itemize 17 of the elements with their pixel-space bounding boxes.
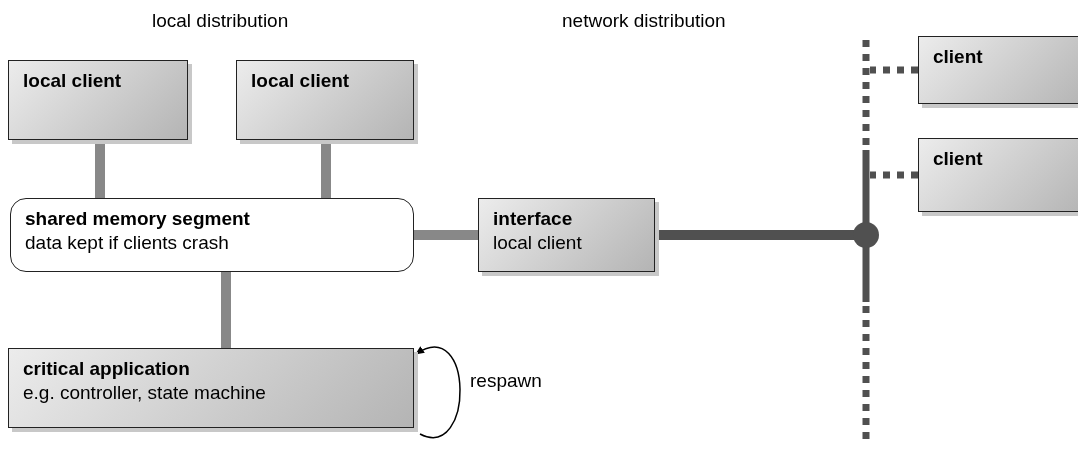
memory-box (10, 198, 414, 272)
connector-line (221, 272, 231, 348)
section-heading: local distribution (152, 10, 289, 32)
connector-line (414, 230, 478, 240)
side-note: respawn (470, 370, 542, 392)
box-title: client (933, 45, 984, 69)
box-text: data kept if clients crash (25, 231, 230, 255)
box-title: local client (251, 69, 351, 93)
box-title: local client (23, 69, 123, 93)
loop-arrow (415, 346, 461, 439)
box-title: shared memory segment (25, 207, 251, 231)
section-heading: network distribution (562, 10, 726, 32)
box-title: client (933, 147, 984, 171)
box-text: e.g. controller, state machine (23, 381, 267, 405)
box-title: interface (493, 207, 574, 231)
box-title: critical application (23, 357, 191, 381)
box-text: local client (493, 231, 583, 255)
